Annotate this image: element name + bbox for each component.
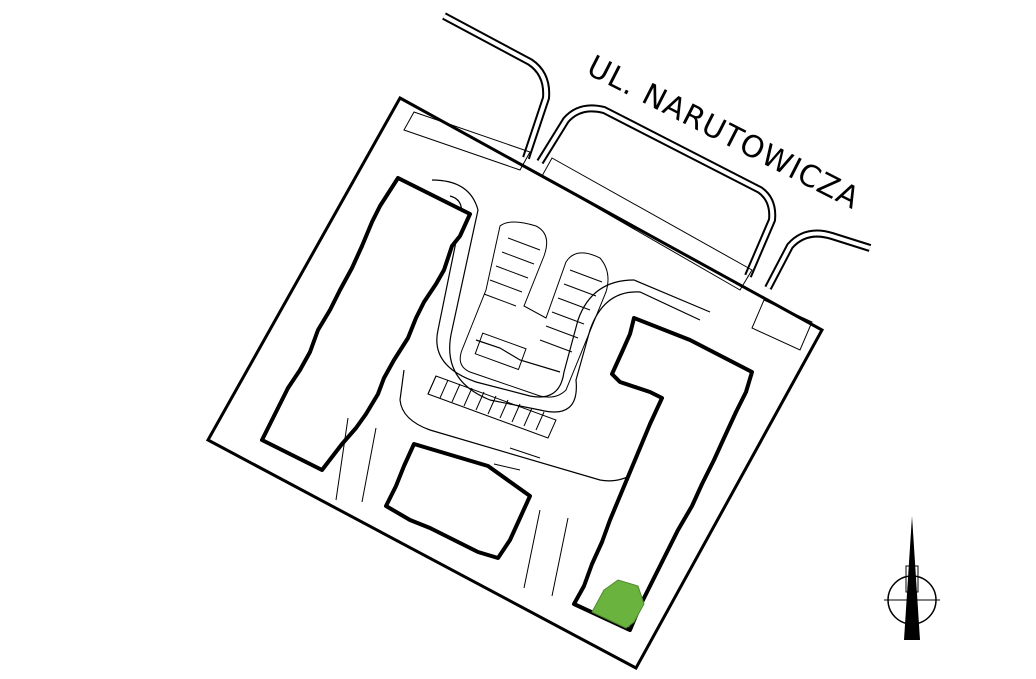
- street-name-label: UL. NARUTOWICZA: [581, 49, 865, 217]
- north-arrow-icon: [884, 516, 940, 640]
- parking-stalls-top: [403, 111, 813, 351]
- building-middle: [384, 442, 532, 560]
- highlighted-unit[interactable]: [591, 579, 645, 629]
- street-narutowicza: [442, 12, 872, 290]
- site-boundary: [205, 95, 825, 671]
- building-right: [572, 316, 754, 632]
- walkways: [335, 417, 569, 597]
- parking-stalls-bottom: [427, 375, 557, 439]
- building-left: [260, 176, 472, 472]
- parking-island: [459, 221, 609, 398]
